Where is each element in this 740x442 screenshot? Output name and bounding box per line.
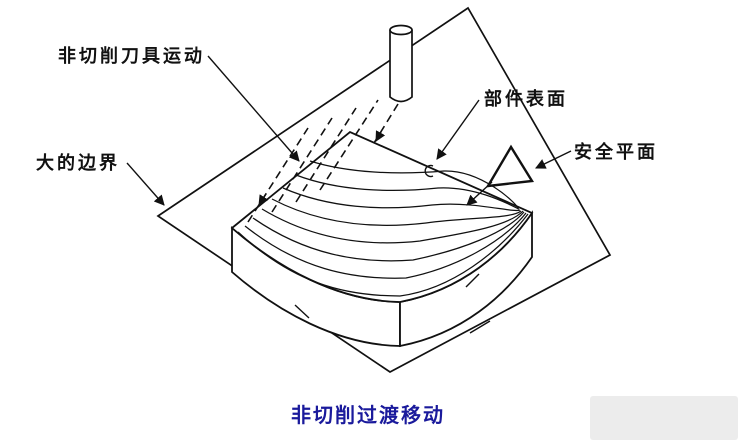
rapid-move-arrow <box>258 193 269 206</box>
wave-line <box>271 198 522 226</box>
safety-plane-leader <box>535 150 572 169</box>
rapid-move-dashes <box>247 99 399 223</box>
safety-plane-arrow <box>466 181 493 206</box>
boundary-label: 大的边界 <box>36 152 120 174</box>
plane-tick <box>469 320 491 334</box>
rapid-move-line <box>271 117 333 213</box>
wave-line <box>309 160 519 209</box>
tool-motion-leader <box>207 55 300 162</box>
part-surface-leader <box>436 99 480 160</box>
labels: 非切削刀具运动 大的边界 部件表面 安全平面 <box>36 45 658 174</box>
wave-line <box>295 174 520 210</box>
wave-line <box>282 187 521 212</box>
rapid-move-line <box>319 99 379 191</box>
tool-cylinder <box>389 24 413 103</box>
wave-line <box>237 213 529 297</box>
tool-body <box>389 30 413 103</box>
face-tick <box>465 273 480 288</box>
wave-line <box>261 208 524 244</box>
safety-plane-label: 安全平面 <box>574 141 658 163</box>
wave-line <box>244 212 527 279</box>
workpiece-block <box>230 130 534 348</box>
rapid-move-arrow <box>375 130 386 142</box>
tool-motion-label: 非切削刀具运动 <box>58 45 205 67</box>
rapid-move-line <box>295 107 357 203</box>
leader-lines <box>126 55 572 206</box>
surface-waves <box>237 160 529 297</box>
surface-mark <box>424 164 434 178</box>
safety-plane-triangle <box>485 144 535 188</box>
safety-plane-symbol <box>466 144 535 206</box>
tool-top <box>389 24 413 36</box>
rapid-move-line <box>247 127 309 223</box>
diagram-caption: 非切削过渡移动 <box>291 403 445 427</box>
part-surface-label: 部件表面 <box>484 88 568 110</box>
block-top-face <box>230 130 534 303</box>
face-tick <box>294 304 310 319</box>
watermark <box>590 396 738 440</box>
boundary-leader <box>126 162 165 206</box>
rapid-move-line <box>373 103 399 144</box>
wave-line <box>252 211 525 262</box>
